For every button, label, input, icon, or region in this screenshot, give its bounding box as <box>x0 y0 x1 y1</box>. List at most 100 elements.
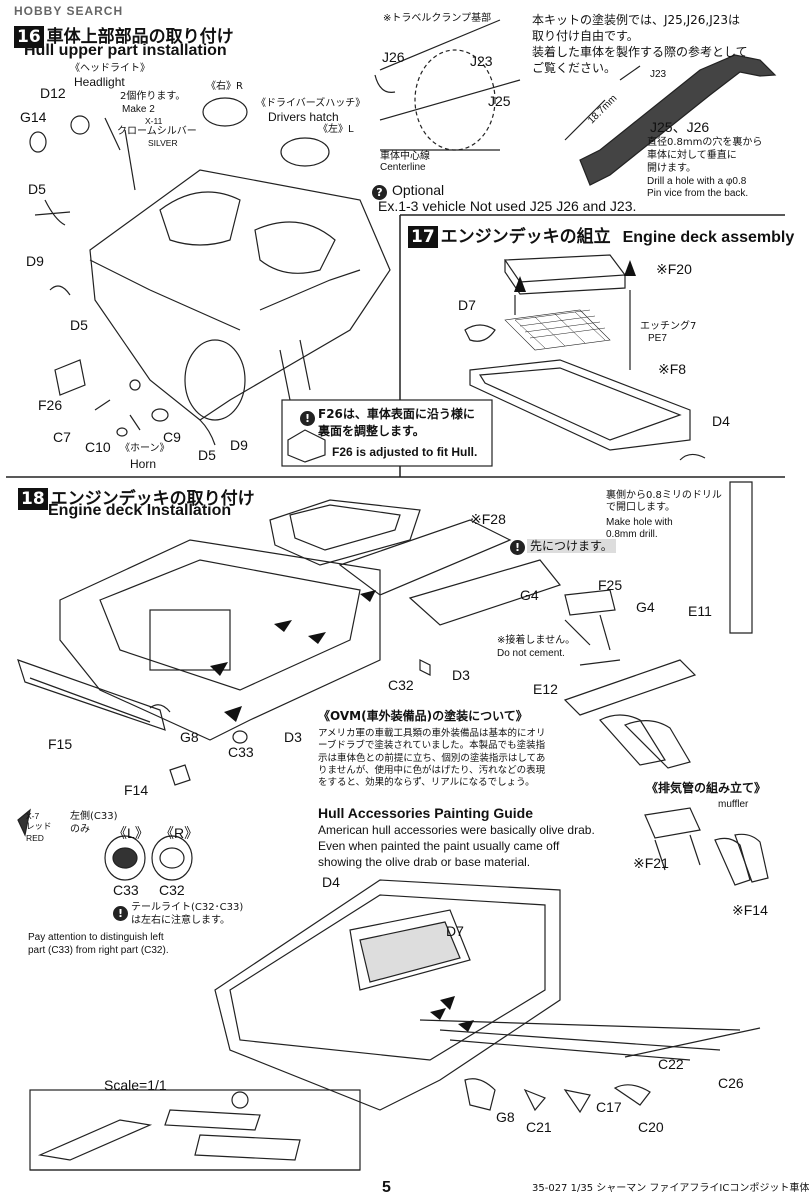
paint-code-x11: X-11 <box>145 116 163 126</box>
part-d12: D12 <box>40 85 66 101</box>
step18-drill-en-2: 0.8mm drill. <box>606 529 658 540</box>
left-label: 《左》L <box>318 124 354 135</box>
headlight-jp: 《ヘッドライト》 <box>70 63 150 74</box>
taillight-paint-en: RED <box>26 833 44 843</box>
part-f28: ※F28 <box>470 511 506 527</box>
horn-en: Horn <box>130 457 157 471</box>
part-d4-a: D4 <box>712 413 730 429</box>
watermark: HOBBY SEARCH <box>14 4 124 18</box>
instruction-linework <box>6 19 785 1171</box>
optional-label: Optional <box>392 182 445 198</box>
no-cement-jp: ※接着しません。 <box>497 635 576 646</box>
part-c7: C7 <box>53 429 71 445</box>
ovm-body-en-3: showing the olive drab or base material. <box>318 855 531 869</box>
taillight-r: 《R》 <box>160 825 199 841</box>
step16-title-en: Hull upper part installation <box>24 42 227 59</box>
ovm-title-en: Hull Accessories Painting Guide <box>318 805 533 821</box>
headlight-en: Headlight <box>74 75 125 89</box>
step18-drill-jp-2: で開口します。 <box>606 502 675 513</box>
part-c32-a: C32 <box>388 677 414 693</box>
first-note: 先につけます。 <box>527 539 616 553</box>
paint-example-1: 本キットの塗装例では、J25,J26,J23は <box>532 13 741 27</box>
right-label: 《右》R <box>206 81 243 92</box>
drill-jp-2: 車体に対して垂直に <box>647 150 737 161</box>
taillight-l: 《L》 <box>113 825 149 841</box>
part-f21: ※F21 <box>633 855 669 871</box>
part-f8: ※F8 <box>658 361 687 377</box>
ovm-body-jp: アメリカ軍の車載工具類の車外装備品は基本的にオリーブドラブで塗装されていました。… <box>318 728 546 789</box>
part-f15: F15 <box>48 736 73 752</box>
muffler-title-jp: 《排気管の組み立て》 <box>646 781 767 795</box>
drill-jp-1: 直径0.8mmの穴を裏から <box>647 137 763 148</box>
hatch-en: Drivers hatch <box>268 110 339 124</box>
part-e12: E12 <box>533 681 558 697</box>
part-c26: C26 <box>718 1075 744 1091</box>
part-g8-a: G8 <box>180 729 199 745</box>
first-icon: ! <box>510 537 525 556</box>
part-j25: J25 <box>488 93 511 109</box>
ovm-body-en-2: Even when painted the paint usually came… <box>318 839 560 853</box>
part-j26: J26 <box>382 49 405 65</box>
taillight-c32: C32 <box>159 882 185 898</box>
etching-en: PE7 <box>648 333 667 344</box>
horn-jp: 《ホーン》 <box>120 443 170 454</box>
step17-title-en: Engine deck assembly <box>622 229 795 246</box>
taillight-note-en-1: Pay attention to distinguish left <box>28 932 164 943</box>
part-d5-b: D5 <box>70 317 88 333</box>
paint-example-3: 装着した車体を製作する際の参考として <box>532 45 748 59</box>
left-only-jp-2: のみ <box>70 824 90 835</box>
part-c21: C21 <box>526 1119 552 1135</box>
hatch-jp: 《ドライバーズハッチ》 <box>256 98 366 109</box>
no-cement-en: Do not cement. <box>497 648 565 659</box>
step16-note-en: F26 is adjusted to fit Hull. <box>332 445 478 459</box>
part-f14-muffler: ※F14 <box>732 902 768 918</box>
paint-name-en: SILVER <box>148 138 178 148</box>
muffler-title-en: muffler <box>718 799 749 810</box>
j25-j26-label: J25、J26 <box>650 119 710 135</box>
taillight-paint-code: X-7 <box>26 811 40 821</box>
part-d5-a: D5 <box>28 181 46 197</box>
part-g4-b: G4 <box>636 599 655 615</box>
part-c22: C22 <box>658 1056 684 1072</box>
page-number: 5 <box>382 1179 391 1196</box>
part-c33-a: C33 <box>228 744 254 760</box>
part-e11: E11 <box>688 603 712 619</box>
taillight-note-jp-2: は左右に注意します。 <box>131 915 230 926</box>
paint-name-jp: クロームシルバー <box>117 126 197 137</box>
drill-en-1: Drill a hole with a φ0.8 <box>647 176 747 187</box>
drill-en-2: Pin vice from the back. <box>647 188 749 199</box>
part-d9-b: D9 <box>230 437 248 453</box>
part-j23-b: J23 <box>650 69 667 80</box>
step18-number: 18 <box>18 488 48 510</box>
part-d3-b: D3 <box>284 729 302 745</box>
ovm-title-jp: 《OVM(車外装備品)の塗装について》 <box>318 709 528 723</box>
part-d7-b: D7 <box>446 923 464 939</box>
part-g8-b: G8 <box>496 1109 515 1125</box>
part-f14: F14 <box>124 782 149 798</box>
etching-jp: エッチング7 <box>640 321 697 332</box>
part-c17: C17 <box>596 1099 622 1115</box>
part-f20: ※F20 <box>656 261 692 277</box>
step16-title-jp: 車体上部部品の取り付け <box>46 27 234 47</box>
taillight-paint-jp: レッド <box>26 822 52 832</box>
optional-icon: ? <box>372 182 387 201</box>
part-c9: C9 <box>163 429 181 445</box>
left-only-jp-1: 左側(C33) <box>70 811 118 822</box>
part-c10: C10 <box>85 439 111 455</box>
optional-note: Ex.1-3 vehicle Not used J25 J26 and J23. <box>378 198 637 214</box>
taillight-note-en-2: part (C33) from right part (C32). <box>28 945 169 956</box>
step16-number: 16 <box>14 26 44 48</box>
part-f26: F26 <box>38 397 63 413</box>
taillight-c33: C33 <box>113 882 139 898</box>
paint-example-4: ご覧ください。 <box>532 61 617 75</box>
step17-number: 17 <box>408 226 438 248</box>
step18-drill-jp-1: 裏側から0.8ミリのドリル <box>606 490 722 501</box>
travel-clamp-title: ※トラベルクランプ基部 <box>383 13 492 24</box>
make2-en: Make 2 <box>122 104 155 115</box>
step16-warn-icon: ! <box>300 408 315 427</box>
step18-title-en: Engine deck Installation <box>48 502 232 519</box>
centerline-en: Centerline <box>380 162 426 173</box>
footer-product: 35-027 1/35 シャーマン ファイアフライICコンポジット車体 <box>532 1183 809 1194</box>
